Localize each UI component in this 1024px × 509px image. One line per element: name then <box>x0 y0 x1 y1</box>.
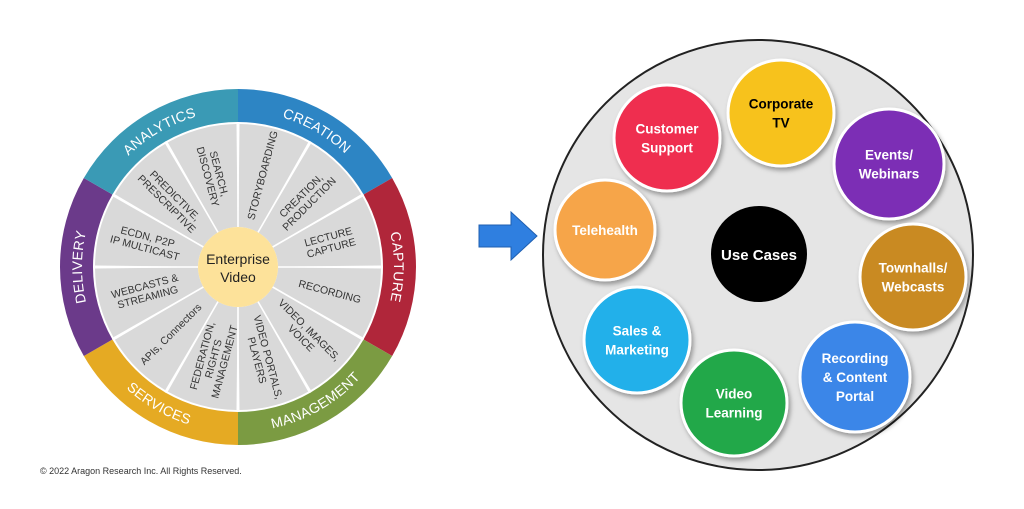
use-case-label: Townhalls/Webcasts <box>879 261 948 295</box>
capability-sector <box>167 301 238 410</box>
ring-segment-creation <box>238 89 393 195</box>
capability-sector <box>114 287 218 391</box>
ring-segment-analytics <box>83 89 239 195</box>
capability-sector <box>238 124 309 233</box>
ring-label: CAPTURE <box>387 230 407 304</box>
ring-label: DELIVERY <box>69 229 89 305</box>
enterprise-video-wheel: CREATIONCAPTUREMANAGEMENTSERVICESDELIVER… <box>60 89 416 445</box>
copyright-notice: © 2022 Aragon Research Inc. All Rights R… <box>40 466 242 476</box>
use-case-label: Events/Webinars <box>859 148 920 182</box>
capability-sector <box>95 267 204 338</box>
ring-segment-delivery <box>60 178 113 356</box>
capability-sector <box>95 196 204 267</box>
use-case-bubble: Events/Webinars <box>832 107 946 221</box>
use-case-bubble: Townhalls/Webcasts <box>858 222 968 332</box>
use-cases-center <box>711 206 807 302</box>
use-cases-center-label: Use Cases <box>721 247 797 264</box>
capability-sector <box>114 143 218 247</box>
use-case-label: Telehealth <box>572 223 638 238</box>
capability-sector <box>167 124 238 233</box>
capability-sector <box>272 196 381 267</box>
wheel-center <box>198 227 278 307</box>
ring-segment-capture <box>363 178 416 356</box>
ring-segment-services <box>83 339 239 445</box>
capability-sector <box>272 267 381 338</box>
use-case-bubble: Sales &Marketing <box>582 285 692 395</box>
capability-sector <box>258 287 362 391</box>
use-case-bubble: Telehealth <box>553 178 657 282</box>
capability-sector <box>238 301 309 410</box>
right-arrow-icon <box>478 210 538 262</box>
capability-sector <box>258 143 362 247</box>
ring-segment-management <box>238 339 393 445</box>
use-case-label: Sales &Marketing <box>605 324 669 358</box>
